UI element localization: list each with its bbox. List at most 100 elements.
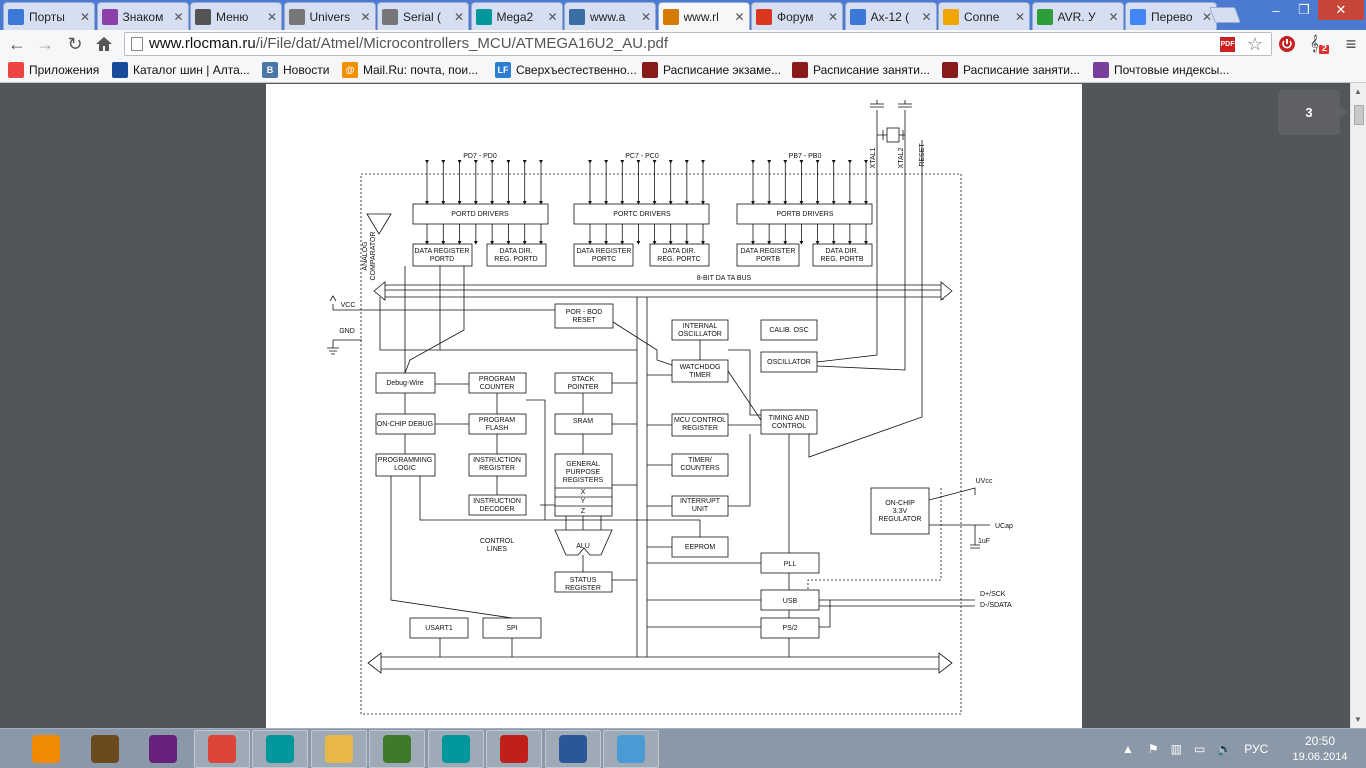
extension-button-2[interactable]: 𝄞 2 — [1308, 33, 1330, 55]
taskbar-app[interactable] — [310, 730, 367, 768]
arduino-icon — [266, 735, 294, 763]
taskbar-app[interactable] — [603, 730, 659, 768]
gp-registers-label: PURPOSE — [566, 469, 601, 476]
spi-label: SPI — [506, 625, 517, 632]
tab-close-icon[interactable]: ✕ — [79, 9, 90, 24]
scroll-thumb[interactable] — [1354, 105, 1364, 125]
tab-close-icon[interactable]: ✕ — [1014, 9, 1025, 24]
bookmark-item[interactable]: @Mail.Ru: почта, пои... — [342, 61, 478, 79]
chrome-menu-button[interactable]: ≡ — [1340, 33, 1362, 55]
instruction-decoder-label: INSTRUCTION — [473, 498, 521, 505]
tab-9[interactable]: Ах-12 ( ✕ — [844, 2, 937, 30]
dir-register-label: DATA DIR. — [662, 248, 695, 255]
vcc-label: VCC — [341, 302, 356, 309]
serial-icon — [382, 8, 398, 25]
taskbar-app[interactable] — [135, 730, 191, 768]
portd-drivers-box — [412, 203, 549, 225]
dir-register-label: DATA DIR. — [499, 248, 532, 255]
scroll-down-icon[interactable]: ▼ — [1354, 715, 1362, 724]
taskbar-app[interactable] — [544, 730, 601, 768]
tree-icon — [383, 735, 411, 763]
maximize-button[interactable]: ❐ — [1290, 0, 1318, 20]
arduino-icon — [475, 8, 492, 25]
bookmark-item[interactable]: Расписание экзаме... — [642, 61, 781, 79]
programming-logic-label: LOGIC — [394, 465, 416, 472]
bookmark-item[interactable]: Каталог шин | Алта... — [112, 61, 250, 79]
bookmark-item[interactable]: Приложения — [8, 61, 99, 79]
extension-button[interactable] — [1276, 33, 1298, 55]
chrome-icon — [207, 735, 236, 763]
tab-label: Форум — [777, 9, 814, 24]
taskbar-app[interactable] — [18, 730, 74, 768]
uvcc-label: UVcc — [976, 478, 993, 485]
page-icon — [131, 37, 143, 51]
tab-close-icon[interactable]: ✕ — [640, 9, 651, 24]
bookmark-star-icon[interactable]: ☆ — [1246, 34, 1263, 54]
address-bar[interactable]: www.rlocman.ru/i/File/dat/Atmel/Microcon… — [124, 32, 1272, 56]
volume-icon[interactable]: 🔈 — [1217, 742, 1233, 756]
language-indicator[interactable]: РУС — [1244, 742, 1269, 756]
tab-close-icon[interactable]: ✕ — [453, 9, 464, 24]
close-window-button[interactable]: ✕ — [1318, 0, 1364, 20]
bookmark-item[interactable]: Расписание заняти... — [792, 61, 930, 79]
taskbar-app[interactable] — [77, 730, 133, 768]
tab-close-icon[interactable]: ✕ — [1201, 9, 1212, 24]
bookmark-item[interactable]: Почтовые индексы... — [1093, 61, 1229, 79]
tab-1[interactable]: Знаком✕ — [96, 2, 189, 30]
tab-8[interactable]: Форум ✕ — [751, 2, 843, 30]
new-tab-button[interactable] — [1209, 7, 1241, 23]
bookmark-item[interactable]: Расписание заняти... — [942, 61, 1080, 79]
tab-11[interactable]: AVR. У✕ — [1031, 2, 1124, 30]
reload-button[interactable]: ↻ — [64, 33, 86, 55]
programming-logic-label: PROGRAMMING — [378, 457, 432, 464]
taskbar-app[interactable] — [486, 730, 542, 768]
forward-button[interactable]: → — [34, 33, 56, 55]
tab-3[interactable]: Univers✕ — [283, 2, 376, 30]
tab-close-icon[interactable]: ✕ — [266, 9, 277, 24]
flag-icon[interactable]: ⚑ — [1147, 742, 1159, 756]
home-button[interactable] — [93, 33, 115, 55]
taskbar-app[interactable] — [427, 730, 484, 768]
scroll-up-icon[interactable]: ▲ — [1354, 87, 1362, 96]
tab-6[interactable]: www.a✕ — [564, 2, 656, 30]
tab-0[interactable]: Порты✕ — [3, 2, 95, 30]
tray-expand-icon[interactable]: ▲ — [1122, 742, 1134, 756]
analog-comparator-label: ANALOG — [362, 241, 369, 270]
tab-12[interactable]: Перево✕ — [1125, 2, 1217, 30]
clock[interactable]: 20:50 19.06.2014 — [1290, 733, 1350, 765]
portc-drivers-box — [573, 203, 710, 225]
taskbar-app[interactable] — [193, 730, 250, 768]
pdf-scrollbar[interactable]: ▲ ▼ — [1350, 83, 1366, 728]
tab-close-icon[interactable]: ✕ — [547, 9, 558, 24]
system-tray: ▲ ⚑ ▥ ▭ 🔈 РУС — [1122, 729, 1268, 768]
vk-icon: В — [262, 62, 278, 78]
tab-close-icon[interactable]: ✕ — [734, 10, 745, 24]
tab-7[interactable]: www.rl ✕ — [657, 2, 750, 31]
program-flash-label: FLASH — [486, 425, 509, 432]
minimize-button[interactable]: – — [1262, 0, 1290, 20]
back-button[interactable]: ← — [6, 33, 28, 55]
tab-label: Ах-12 ( — [870, 9, 910, 24]
tab-4[interactable]: Serial (✕ — [377, 2, 469, 30]
battery-icon[interactable]: ▭ — [1194, 742, 1206, 756]
taskbar-app[interactable] — [252, 730, 308, 768]
tab-10[interactable]: Conne✕ — [938, 2, 1030, 30]
explorer-icon — [324, 735, 353, 763]
network-icon[interactable]: ▥ — [1170, 742, 1182, 756]
dminus-label: D-/SDATA — [980, 602, 1012, 609]
pdf-icon[interactable]: PDF — [1220, 37, 1235, 52]
dosbox-icon — [90, 735, 119, 763]
tab-close-icon[interactable]: ✕ — [1108, 9, 1119, 24]
tab-5[interactable]: Mega2✕ — [470, 2, 563, 30]
tab-2[interactable]: Меню✕ — [190, 2, 282, 30]
tab-close-icon[interactable]: ✕ — [360, 9, 371, 24]
tab-label: www.rl — [683, 10, 719, 24]
tab-close-icon[interactable]: ✕ — [921, 9, 932, 24]
tab-close-icon[interactable]: ✕ — [827, 9, 838, 24]
tab-close-icon[interactable]: ✕ — [173, 9, 184, 24]
taskbar-app[interactable] — [369, 730, 425, 768]
